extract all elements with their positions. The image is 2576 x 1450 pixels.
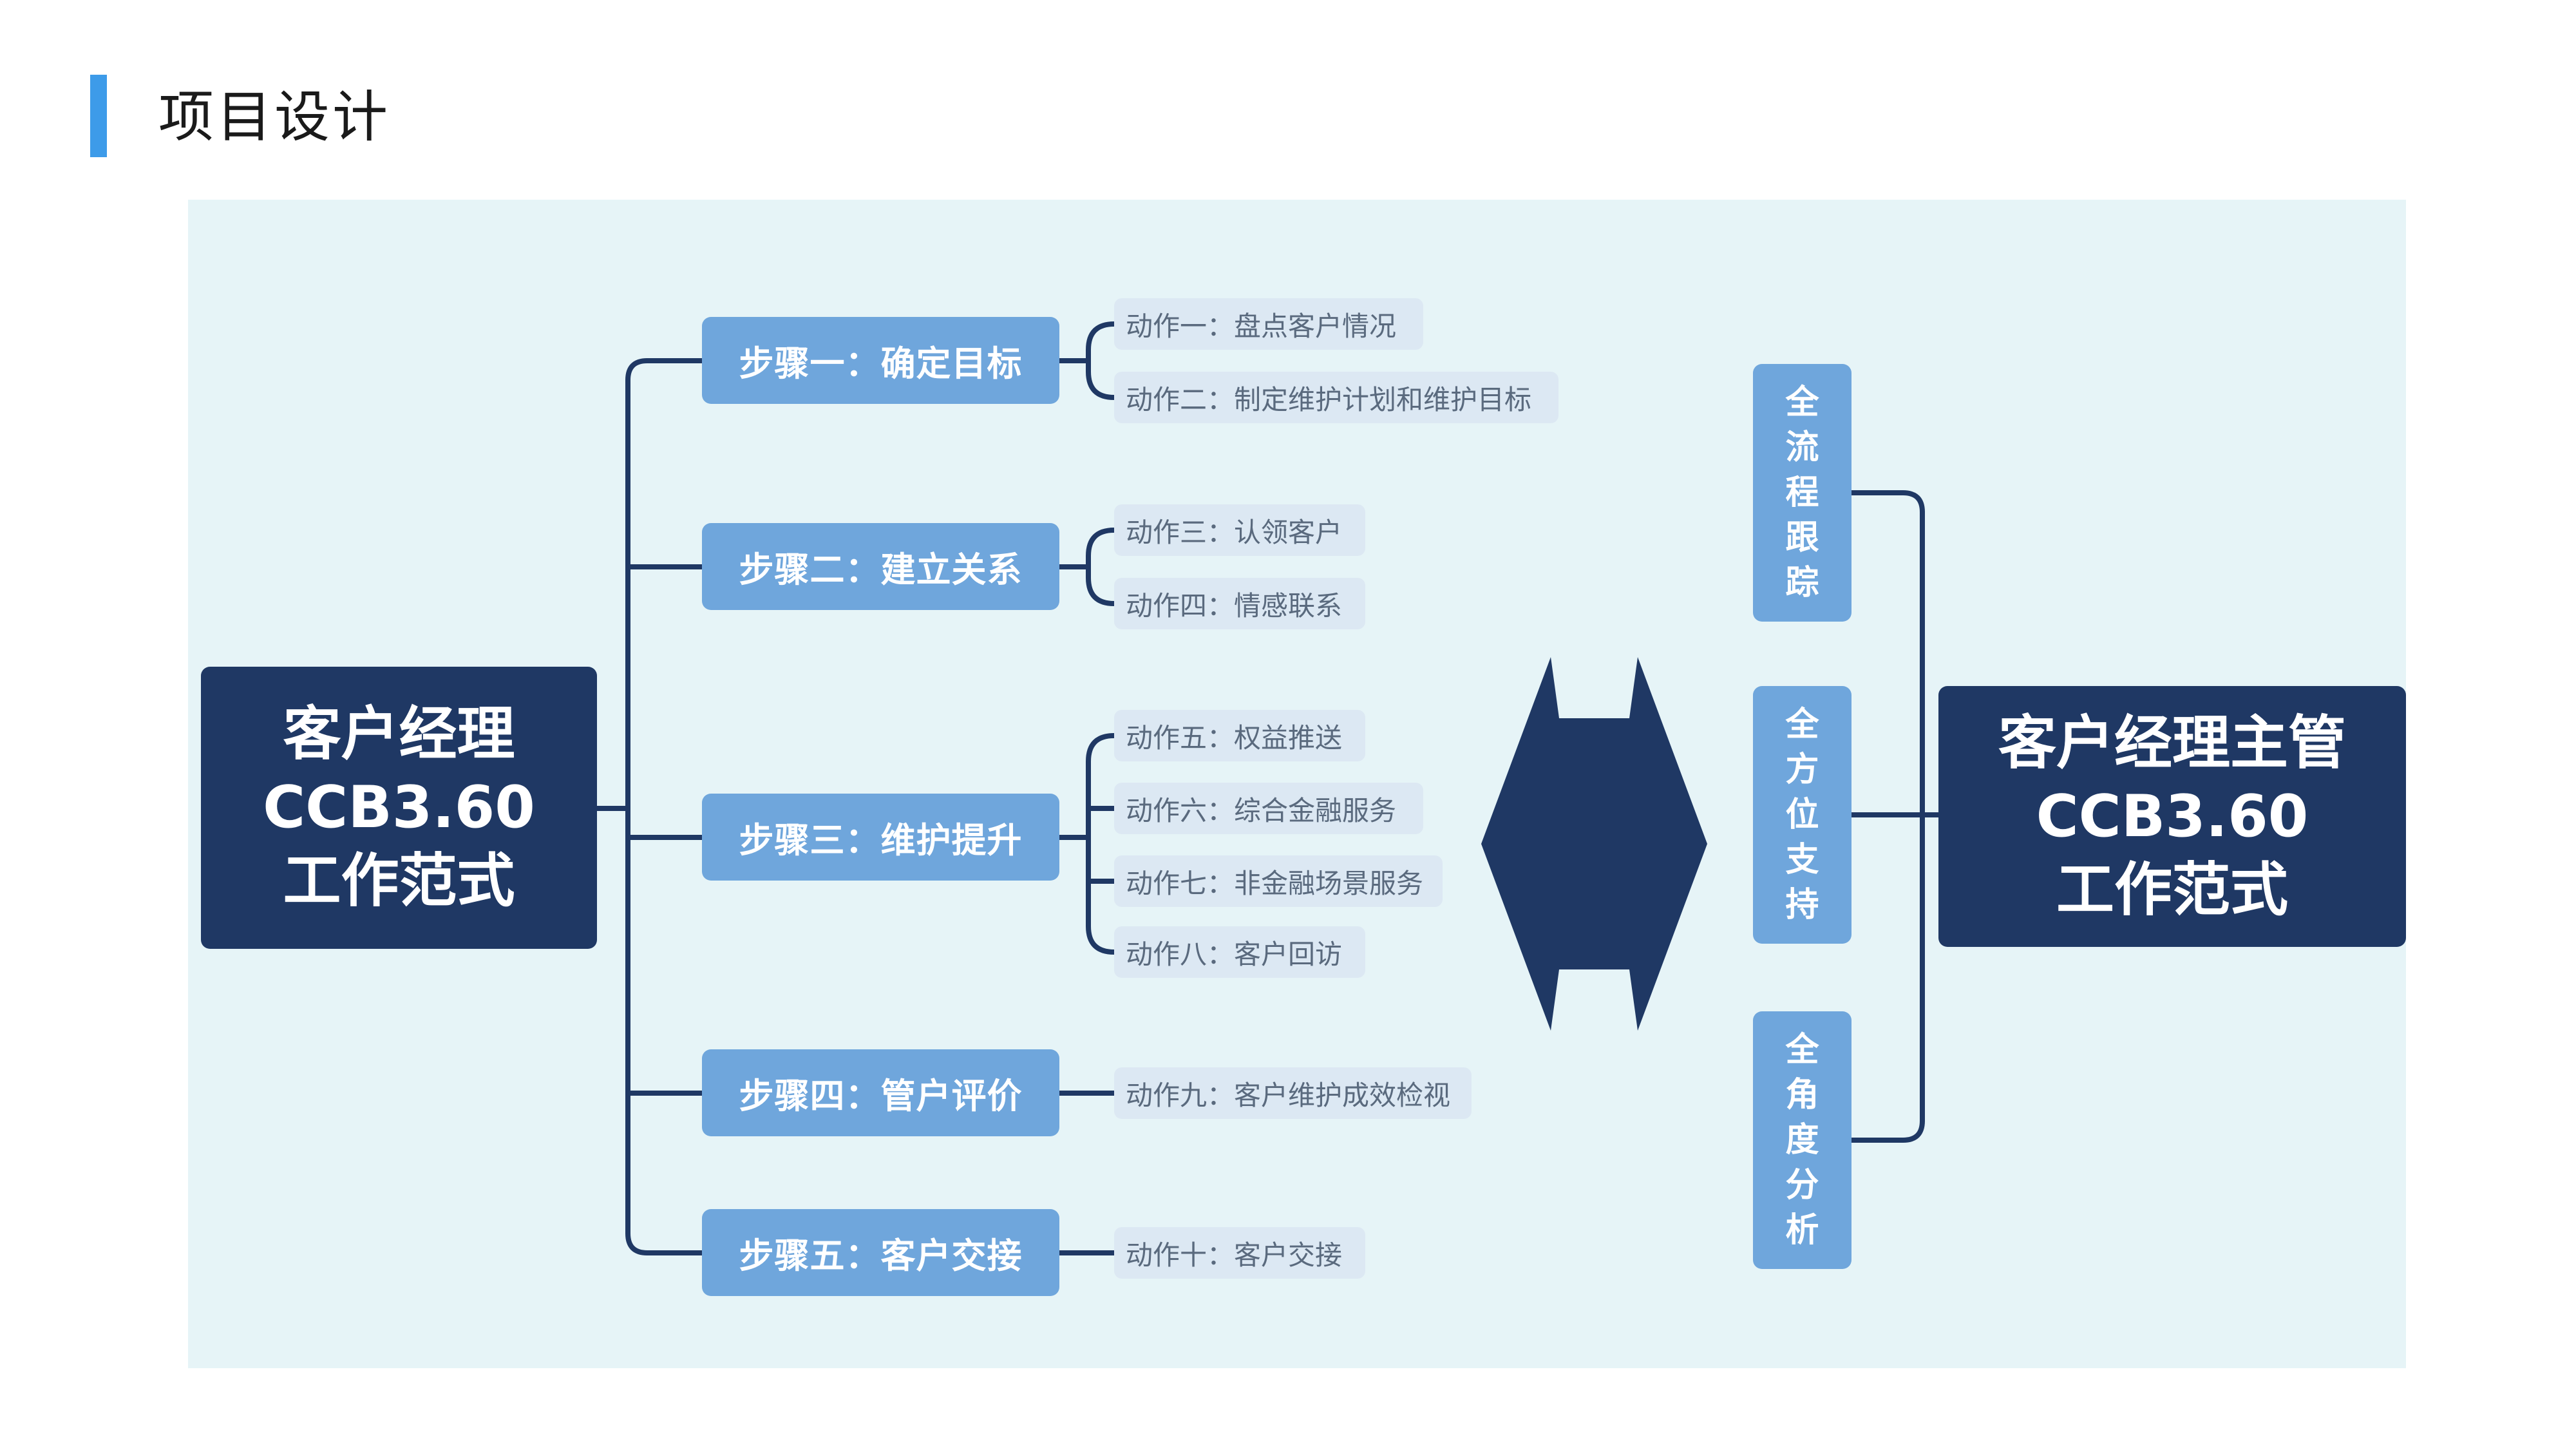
connector-actions-1 <box>1057 321 1126 400</box>
title-accent-bar <box>90 75 107 157</box>
action-node: 动作六：综合金融服务 <box>1114 783 1423 834</box>
support-char: 跟 <box>1785 519 1819 557</box>
connector-support-1 <box>1849 490 1925 515</box>
support-node-2: 全 方 位 支 持 <box>1753 686 1852 944</box>
support-node-1: 全 流 程 跟 踪 <box>1753 364 1852 622</box>
left-root-line-1: 客户经理 <box>283 700 515 768</box>
left-root-line-2: CCB3.60 <box>263 774 535 841</box>
support-char: 踪 <box>1785 564 1819 602</box>
left-root-node: 客户经理 CCB3.60 工作范式 <box>201 667 597 949</box>
double-arrow-icon <box>1481 657 1707 1031</box>
right-root-line-3: 工作范式 <box>2056 855 2288 924</box>
left-root-line-3: 工作范式 <box>283 847 515 915</box>
step-node-5: 步骤五：客户交接 <box>702 1209 1059 1296</box>
action-node: 动作二：制定维护计划和维护目标 <box>1114 372 1558 423</box>
connector-support-3 <box>1849 1118 1925 1143</box>
support-char: 流 <box>1785 428 1819 467</box>
page-title: 项目设计 <box>158 85 390 149</box>
support-char: 支 <box>1785 841 1819 879</box>
action-node: 动作八：客户回访 <box>1114 926 1365 978</box>
step-node-1: 步骤一：确定目标 <box>702 317 1059 404</box>
support-char: 方 <box>1785 750 1819 789</box>
right-root-node: 客户经理主管 CCB3.60 工作范式 <box>1938 686 2406 947</box>
step-node-3: 步骤三：维护提升 <box>702 794 1059 881</box>
support-char: 位 <box>1785 796 1819 834</box>
support-char: 全 <box>1785 1031 1819 1069</box>
action-node: 动作一：盘点客户情况 <box>1114 298 1423 350</box>
step-node-4: 步骤四：管户评价 <box>702 1049 1059 1136</box>
action-node: 动作三：认领客户 <box>1114 504 1365 556</box>
support-char: 分 <box>1785 1166 1819 1205</box>
support-node-3: 全 角 度 分 析 <box>1753 1011 1852 1269</box>
support-char: 持 <box>1785 886 1819 924</box>
connector-actions-3 <box>1057 733 1126 955</box>
action-node: 动作四：情感联系 <box>1114 578 1365 629</box>
connector-actions-2 <box>1057 528 1126 606</box>
support-char: 角 <box>1785 1076 1819 1114</box>
action-node: 动作五：权益推送 <box>1114 710 1365 761</box>
step-node-2: 步骤二：建立关系 <box>702 523 1059 610</box>
action-node: 动作九：客户维护成效检视 <box>1114 1067 1472 1119</box>
action-node: 动作七：非金融场景服务 <box>1114 855 1443 907</box>
support-char: 析 <box>1785 1211 1819 1250</box>
support-char: 程 <box>1785 473 1819 512</box>
support-char: 全 <box>1785 383 1819 422</box>
right-root-line-2: CCB3.60 <box>2036 782 2309 850</box>
support-char: 度 <box>1785 1121 1819 1159</box>
connector-trunk <box>625 358 650 1255</box>
right-root-line-1: 客户经理主管 <box>1998 709 2346 777</box>
action-node: 动作十：客户交接 <box>1114 1227 1365 1279</box>
support-char: 全 <box>1785 705 1819 744</box>
